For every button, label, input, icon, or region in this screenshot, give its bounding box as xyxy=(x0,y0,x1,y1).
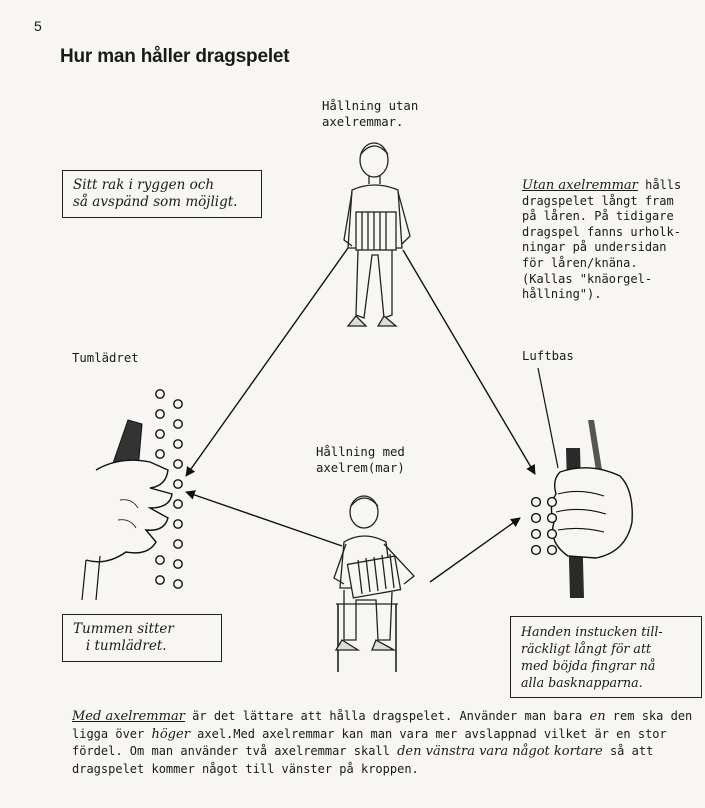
arrow-mid-to-right xyxy=(429,517,521,583)
posture-note-box: Sitt rak i ryggen och så avspänd som möj… xyxy=(62,170,262,218)
hand-note-box: Handen instucken till- räckligt långt fö… xyxy=(510,616,702,698)
body-text-3: axel.Med axelremmar kan man vara mer avs… xyxy=(72,726,667,759)
arrow-to-left-hand xyxy=(185,247,349,477)
body-word-hoger: höger xyxy=(151,726,190,742)
body-text-2: rem ska den ligga över xyxy=(72,709,693,741)
page-number: 5 xyxy=(34,18,42,34)
body-text-4: så att dragspelet kommer något till väns… xyxy=(72,744,654,776)
body-text-1: är det lättare att hålla dragspelet. Anv… xyxy=(184,709,590,723)
right-hand-bass-strap-illustration xyxy=(530,420,633,598)
no-strap-note: Utan axelremmar hålls dragspelet långt f… xyxy=(522,178,681,303)
body-italic-end: den vänstra vara något kortare xyxy=(397,744,603,759)
body-word-en: en xyxy=(589,709,606,724)
middle-figure-caption: Hållning med axelrem(mar) xyxy=(316,445,405,475)
arrow-mid-to-left xyxy=(185,490,343,547)
arrow-to-right-hand xyxy=(402,249,536,475)
seated-accordionist-figure xyxy=(333,495,415,672)
luftbas-pointer xyxy=(537,367,559,469)
top-figure-caption: Hållning utan axelremmar. xyxy=(322,99,419,129)
page-title: Hur man håller dragspelet xyxy=(60,46,290,67)
left-hand-label: Tumlädret xyxy=(72,351,139,365)
standing-accordionist-figure xyxy=(343,142,411,327)
no-strap-note-text: hålls dragspelet långt fram på låren. På… xyxy=(522,178,682,302)
no-strap-note-lead: Utan axelremmar xyxy=(522,178,638,193)
body-paragraph: Med axelremmar är det lättare att hålla … xyxy=(72,708,702,777)
body-lead: Med axelremmar xyxy=(72,709,185,724)
thumb-note-box: Tummen sitter i tumlädret. xyxy=(62,614,222,662)
right-hand-label: Luftbas xyxy=(522,349,574,363)
left-hand-thumb-strap-illustration xyxy=(81,389,183,601)
